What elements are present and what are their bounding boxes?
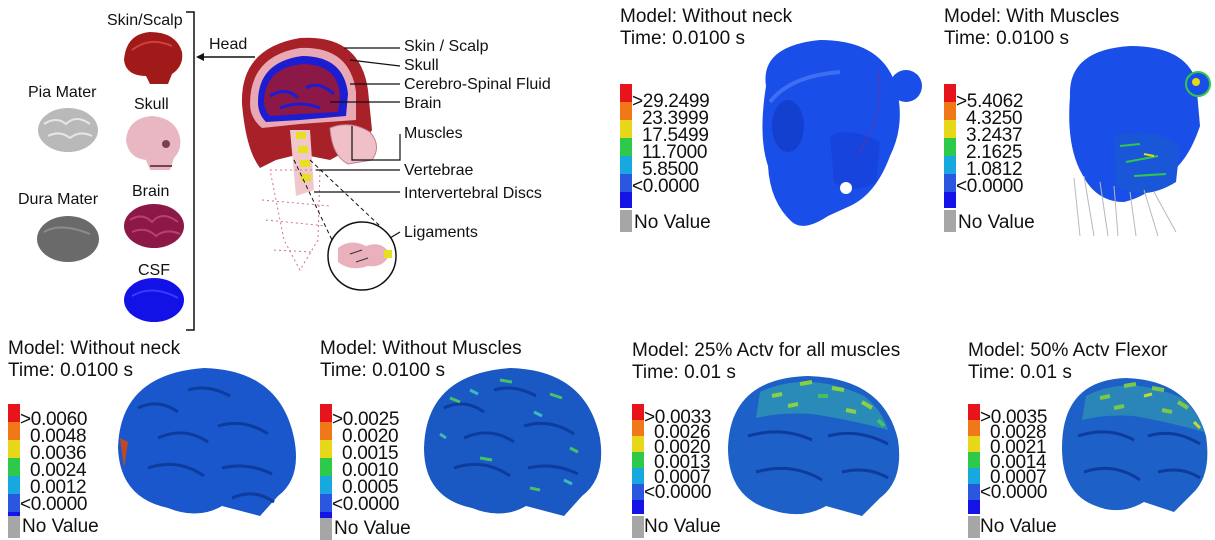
- anatomy-illustration: [0, 0, 600, 335]
- result-panel-without-neck-skull: Model: Without neck Time: 0.0100 s >29.2…: [620, 6, 940, 246]
- annotation-brain: Brain: [404, 95, 441, 113]
- head-with-muscles-contour-plot: [944, 6, 1214, 246]
- annotation-muscles: Muscles: [404, 125, 463, 143]
- annotation-skin-scalp: Skin / Scalp: [404, 38, 488, 56]
- annotation-intervertebral-discs: Intervertebral Discs: [404, 185, 542, 203]
- annotation-vertebrae: Vertebrae: [404, 162, 473, 180]
- brain-contour-plot: [8, 338, 308, 538]
- skull-contour-plot: [620, 6, 940, 246]
- result-panel-25-actv-all-muscles: Model: 25% Actv for all muscles Time: 0.…: [632, 340, 954, 538]
- csf-thumbnail: [124, 278, 184, 322]
- brain-contour-plot: [632, 340, 954, 538]
- annotation-csf: Cerebro-Spinal Fluid: [404, 76, 551, 94]
- anatomy-diagram: Skin/Scalp Pia Mater Skull Brain Dura Ma…: [0, 0, 600, 335]
- result-panel-without-neck-brain: Model: Without neck Time: 0.0100 s >0.00…: [8, 338, 308, 538]
- brain-thumbnail: [124, 204, 184, 248]
- pia-mater-thumbnail: [38, 108, 98, 152]
- brain-contour-plot: [320, 338, 620, 538]
- annotation-ligaments: Ligaments: [404, 224, 478, 242]
- dura-mater-thumbnail: [37, 216, 99, 262]
- result-panel-with-muscles: Model: With Muscles Time: 0.0100 s >5.40…: [944, 6, 1214, 246]
- annotation-skull: Skull: [404, 57, 439, 75]
- head-bracket: [186, 12, 194, 330]
- result-panel-without-muscles: Model: Without Muscles Time: 0.0100 s >0…: [320, 338, 620, 538]
- skin-scalp-thumbnail: [124, 32, 182, 84]
- skull-thumbnail: [126, 116, 180, 170]
- result-panel-50-actv-flexor: Model: 50% Actv Flexor Time: 0.01 s >0.0…: [968, 340, 1214, 538]
- brain-contour-plot: [968, 340, 1214, 538]
